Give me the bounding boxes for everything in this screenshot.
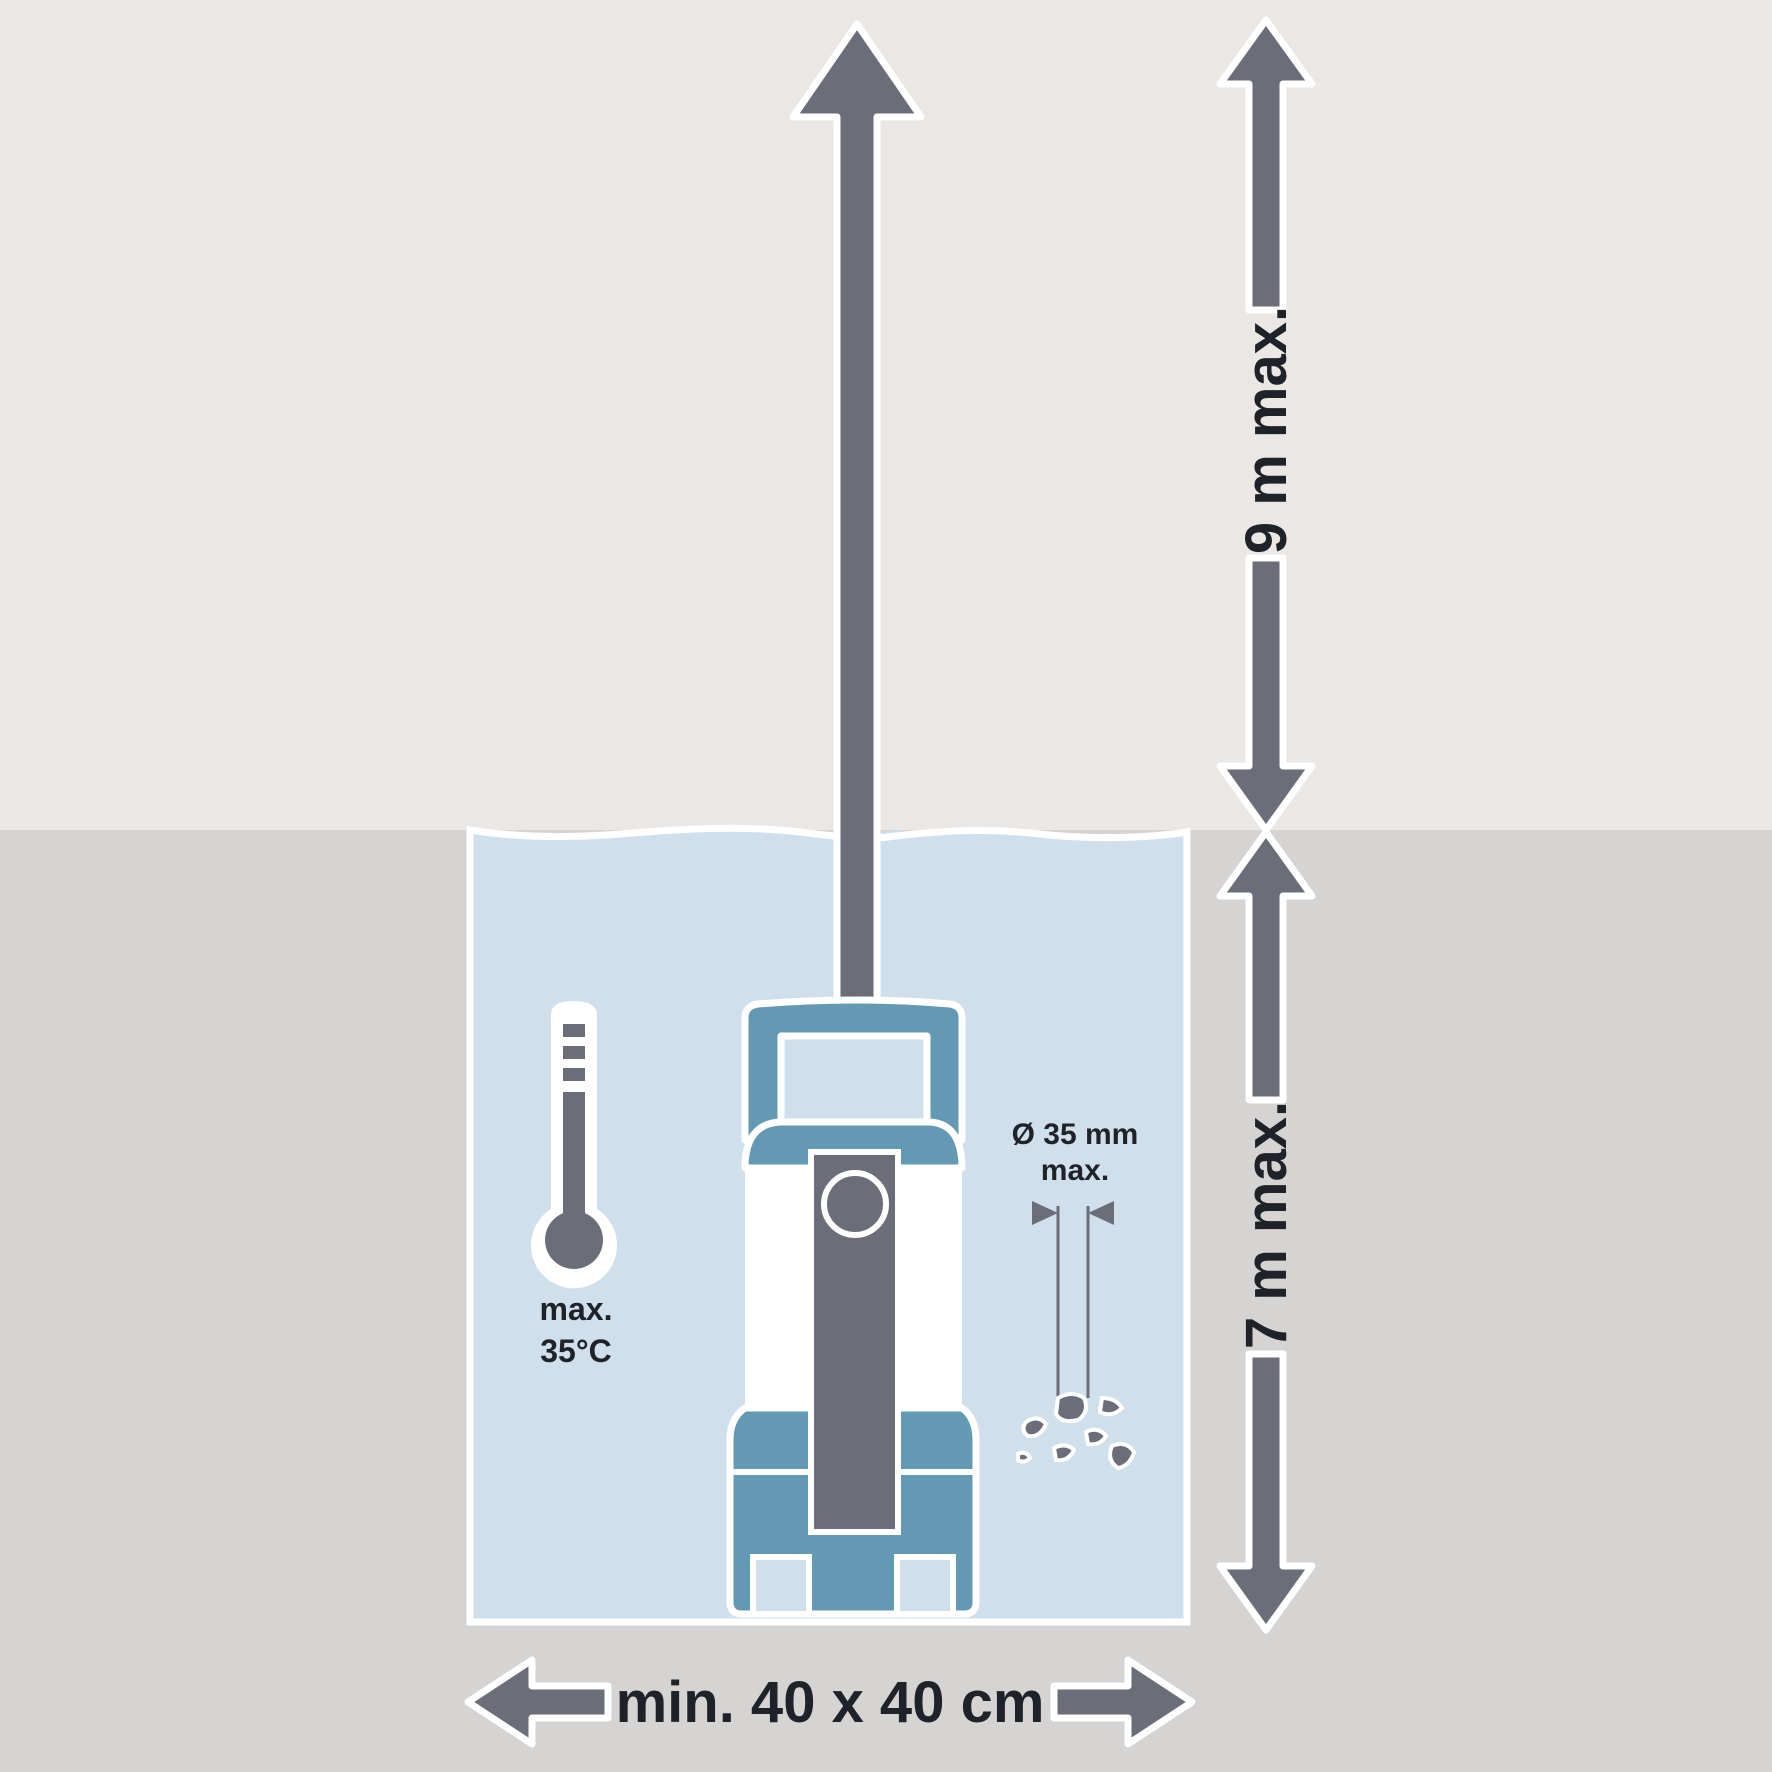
pit-width-arrow-left: [464, 1656, 612, 1748]
pit-width-arrow-right: [1050, 1656, 1196, 1748]
pump-handle: [741, 996, 966, 1144]
thermometer-column: [563, 1092, 585, 1228]
thermometer-tick-1: [563, 1024, 585, 1037]
up-arrow-icon: [789, 20, 925, 1024]
height-arrow-9m-lower: [1216, 554, 1316, 834]
depth-label-7m: 7 m max.: [1234, 1101, 1299, 1349]
pump-top-cap: [741, 1118, 966, 1172]
pump-switch: [821, 1170, 889, 1238]
temperature-label-line2: 35°C: [540, 1333, 612, 1369]
pit-size-label: min. 40 x 40 cm: [616, 1670, 1045, 1735]
temperature-label-line1: max.: [540, 1291, 613, 1327]
submersible-pump-icon: [726, 996, 980, 1618]
thermometer-tick-2: [563, 1046, 585, 1059]
stone-6: [1108, 1442, 1137, 1471]
depth-arrow-7m-lower: [1216, 1350, 1316, 1634]
gauge-arrow-right: [1088, 1201, 1114, 1225]
pump-foot-opening-right: [894, 1554, 956, 1617]
stone-1: [1053, 1392, 1088, 1424]
particle-size-label-line1: Ø 35 mm: [1012, 1118, 1139, 1151]
stone-4: [1083, 1427, 1109, 1447]
particle-size-label-line2: max.: [1041, 1154, 1109, 1187]
sky-background: [0, 0, 1772, 830]
stone-7: [1016, 1450, 1033, 1464]
thermometer-bulb: [545, 1211, 603, 1269]
stone-5: [1051, 1443, 1077, 1463]
particle-size-gauge: [1032, 1201, 1114, 1398]
depth-arrow-7m: [1216, 828, 1316, 1634]
stones-icon: [1016, 1392, 1137, 1471]
pump-foot-opening-left: [750, 1554, 812, 1617]
height-arrow-9m: [1216, 16, 1316, 834]
stone-2: [1097, 1395, 1125, 1417]
gauge-arrow-left: [1032, 1201, 1058, 1225]
pit-width-arrow: [464, 1656, 1196, 1748]
thermometer-icon: [530, 1001, 617, 1289]
depth-arrow-7m-upper: [1216, 828, 1316, 1104]
height-arrow-9m-upper: [1216, 16, 1316, 314]
height-label-9m: 9 m max.: [1234, 306, 1299, 554]
discharge-up-arrow: [789, 20, 925, 1024]
stone-3: [1021, 1416, 1049, 1439]
thermometer-tick-3: [563, 1068, 585, 1081]
